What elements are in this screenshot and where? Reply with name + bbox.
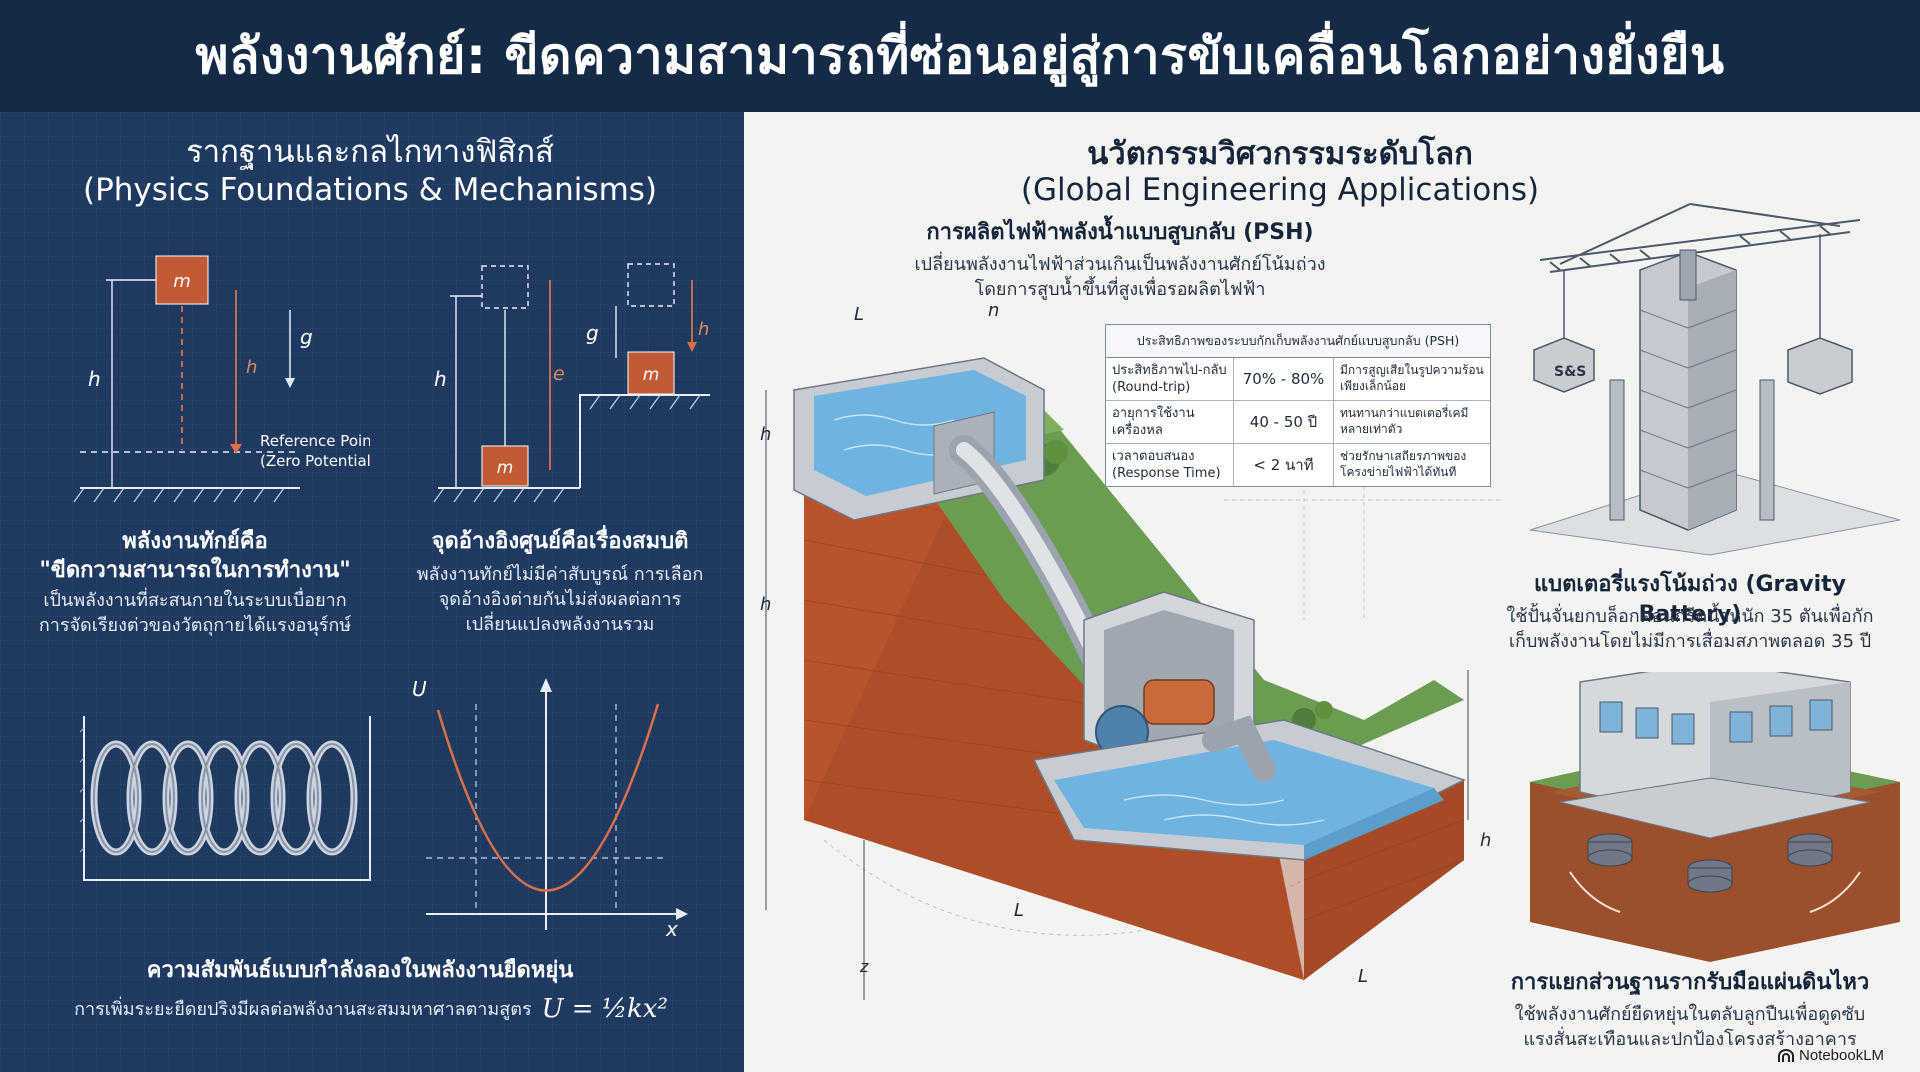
psh-title: การผลิตไฟฟ้าพลังน้ำแบบสูบกลับ (PSH) xyxy=(926,220,1314,245)
table-row-value: < 2 นาที xyxy=(1234,444,1334,486)
table-row-value: 70% - 80% xyxy=(1234,358,1334,400)
dim-label-h2: h xyxy=(760,594,771,615)
gravity-title: แบตเตอรี่แรงโน้มถ่วง (Gravity Battery) xyxy=(1534,572,1846,627)
reference-point-diagram: h m h g Reference Point (Zero Potential) xyxy=(73,255,370,503)
gravity-arrow-icon xyxy=(285,378,295,388)
elastic-body-row: การเพิ่มระยะยืดยปริงมีผลต่อพลังงานสะสมมห… xyxy=(26,994,716,1024)
seismic-body-1: ใช้พลังงานศักย์ยืดหยุ่นในตลับลูกปืนเพื่อ… xyxy=(1514,1004,1866,1025)
table-row-note: ช่วยรักษาเสถียรภาพของโครงข่ายไฟฟ้าได้ทัน… xyxy=(1340,449,1467,479)
table-row-label: เวลาตอบสนอง (Response Time) xyxy=(1106,444,1234,486)
arrow-down-icon xyxy=(687,342,697,352)
applications-heading-en: (Global Engineering Applications) xyxy=(1020,172,1540,208)
gravity-label: g xyxy=(300,325,313,349)
table-row-label: ประสิทธิภาพไป-กลับ (Round-trip) xyxy=(1106,358,1234,400)
height-label-3: h xyxy=(434,367,447,391)
table-row: อายุการใช้งานเครื่องหล 40 - 50 ปี ทนทานก… xyxy=(1106,401,1490,444)
notebooklm-logo-icon xyxy=(1778,1048,1794,1062)
physics-panel xyxy=(0,112,744,1072)
delta-label: e xyxy=(553,363,565,385)
psh-body-2: โดยการสูบน้ำขึ้นที่สูงเพื่อรอผลิตไฟฟ้า xyxy=(974,279,1266,300)
height-label-4: h xyxy=(698,319,709,340)
gravity-body-2: เก็บพลังงานโดยไม่มีการเสื่อมสภาพตลอด 35 … xyxy=(1508,631,1872,652)
generator xyxy=(1143,679,1215,725)
suspended-block-left xyxy=(1533,337,1595,393)
gravity-label-2: g xyxy=(586,321,599,345)
spring-illustration xyxy=(80,716,371,881)
elastic-energy-graph: U x xyxy=(412,677,688,938)
reference-title: จุดอ้างอิงศูนย์คือเรื่องสมบติ xyxy=(431,529,689,554)
bearing-isolators xyxy=(1587,833,1833,893)
elastic-formula: U = ½kx² xyxy=(541,994,668,1024)
table-row: ประสิทธิภาพไป-กลับ (Round-trip) 70% - 80… xyxy=(1106,358,1490,401)
reference-body-3: เปลี่ยนแปลงพลังงานรวม xyxy=(465,614,655,635)
grass-slope xyxy=(894,410,1464,770)
dim-label-h3: h xyxy=(1480,830,1491,851)
upper-mass-block xyxy=(627,351,675,395)
table-row: เวลาตอบสนอง (Response Time) < 2 นาที ช่ว… xyxy=(1106,444,1490,486)
crane xyxy=(1539,203,1861,273)
lower-mass-block xyxy=(481,445,529,487)
reference-body-2: จุดอ้างอิงต่ายกันไม่ส่งผลต่อการ xyxy=(438,589,682,610)
brand-badge: NotebookLM xyxy=(1778,1047,1884,1064)
seismic-body-2: แรงสั่นสะเทือนและปกป้องโครงสร้างอาคาร xyxy=(1523,1029,1857,1050)
definition-title-1: พลังงานทักย์คือ xyxy=(122,529,268,554)
dim-label-L1: L xyxy=(854,304,864,325)
definition-body-2: การจัดเรียงต่วของวัตถุกายได้แรงอนุร์กษ์ xyxy=(38,615,352,636)
reference-choice-diagram: h m e g m h xyxy=(433,263,710,503)
dim-label-h1: h xyxy=(760,424,771,445)
definition-title-2: "ขีดกวามสานารถในการทำงาน" xyxy=(39,558,351,583)
table-caption: ประสิทธิภาพของระบบกักเก็บพลังงานศักย์แบบ… xyxy=(1106,325,1490,358)
psh-performance-table: ประสิทธิภาพของระบบกักเก็บพลังงานศักย์แบบ… xyxy=(1105,324,1491,487)
gravity-body-1: ใช้ปั้นจั่นยกบล็อกคอนกรีตน้ำหนัก 35 ตันเ… xyxy=(1506,606,1874,627)
x-axis-label: x xyxy=(665,917,678,938)
gravity-battery-illustration: S&S xyxy=(1529,203,1901,556)
definition-body-1: เป็นพลังงานที่สะสนกายในระบบเบื่อยาก xyxy=(43,590,347,611)
applications-heading-th: นวัตกรรมวิศวกรรมระดับโลก xyxy=(1087,136,1473,172)
table-row-value: 40 - 50 ปี xyxy=(1234,401,1334,443)
y-axis-label: U xyxy=(412,677,427,701)
reference-point-label: Reference Point xyxy=(260,432,370,450)
table-row-note: ทนทานกว่าแบตเตอรี่เคมีหลายเท่าตัว xyxy=(1340,406,1469,436)
reference-body-1: พลังงานทักย์ไม่มีค่าสับบูรณ์ การเลือก xyxy=(416,564,704,585)
psh-illustration: L n h h h L L z xyxy=(760,300,1504,1000)
physics-heading-en: (Physics Foundations & Mechanisms) xyxy=(82,172,658,208)
elastic-body: การเพิ่มระยะยืดยปริงมีผลต่อพลังงานสะสมมห… xyxy=(74,998,532,1020)
parabola-curve xyxy=(436,703,660,892)
dim-label-z: z xyxy=(859,957,869,976)
dim-label-L2: L xyxy=(1014,900,1024,921)
page-title: พลังงานศักย์: ขีดความสามารถที่ซ่อนอยู่สู… xyxy=(195,26,1725,85)
psh-body-1: เปลี่ยนพลังงานไฟฟ้าส่วนเกินเป็นพลังงานศั… xyxy=(914,254,1326,275)
table-row-note: มีการสูญเสียในรูปความร้อนเพียงเล็กน้อย xyxy=(1340,363,1484,393)
physics-heading-th: รากฐานและกลไกทางฟิสิกส์ xyxy=(186,134,554,170)
mass-label: m xyxy=(173,271,191,292)
suspended-block-right xyxy=(1787,337,1853,395)
base-isolation-illustration xyxy=(1530,672,1900,962)
y-axis-arrow-icon xyxy=(540,678,552,692)
block-label: S&S xyxy=(1554,364,1586,380)
title-bar: พลังงานศักย์: ขีดความสามารถที่ซ่อนอยู่สู… xyxy=(0,0,1920,112)
upper-mass-label: m xyxy=(643,365,660,385)
elastic-title: ความสัมพันธ์แบบกำลังลองในพลังงานยืดหยุ่น xyxy=(146,958,574,983)
table-row-label: อายุการใช้งานเครื่องหล xyxy=(1106,401,1234,443)
x-axis-arrow-icon xyxy=(676,908,688,920)
dim-label-L3: L xyxy=(1358,966,1368,987)
zero-potential-label: (Zero Potential) xyxy=(260,452,370,470)
lower-mass-label: m xyxy=(497,458,514,478)
height-label: h xyxy=(88,367,101,391)
arrow-down-icon xyxy=(230,444,242,454)
dim-label-n: n xyxy=(988,300,999,321)
mass-block xyxy=(155,255,209,305)
seismic-title: การแยกส่วนฐานรากรับมือแผ่นดินไหว xyxy=(1510,970,1870,995)
brand-label: NotebookLM xyxy=(1799,1047,1885,1064)
lower-reservoir-water xyxy=(1054,740,1434,845)
height-label-2: h xyxy=(246,357,257,378)
